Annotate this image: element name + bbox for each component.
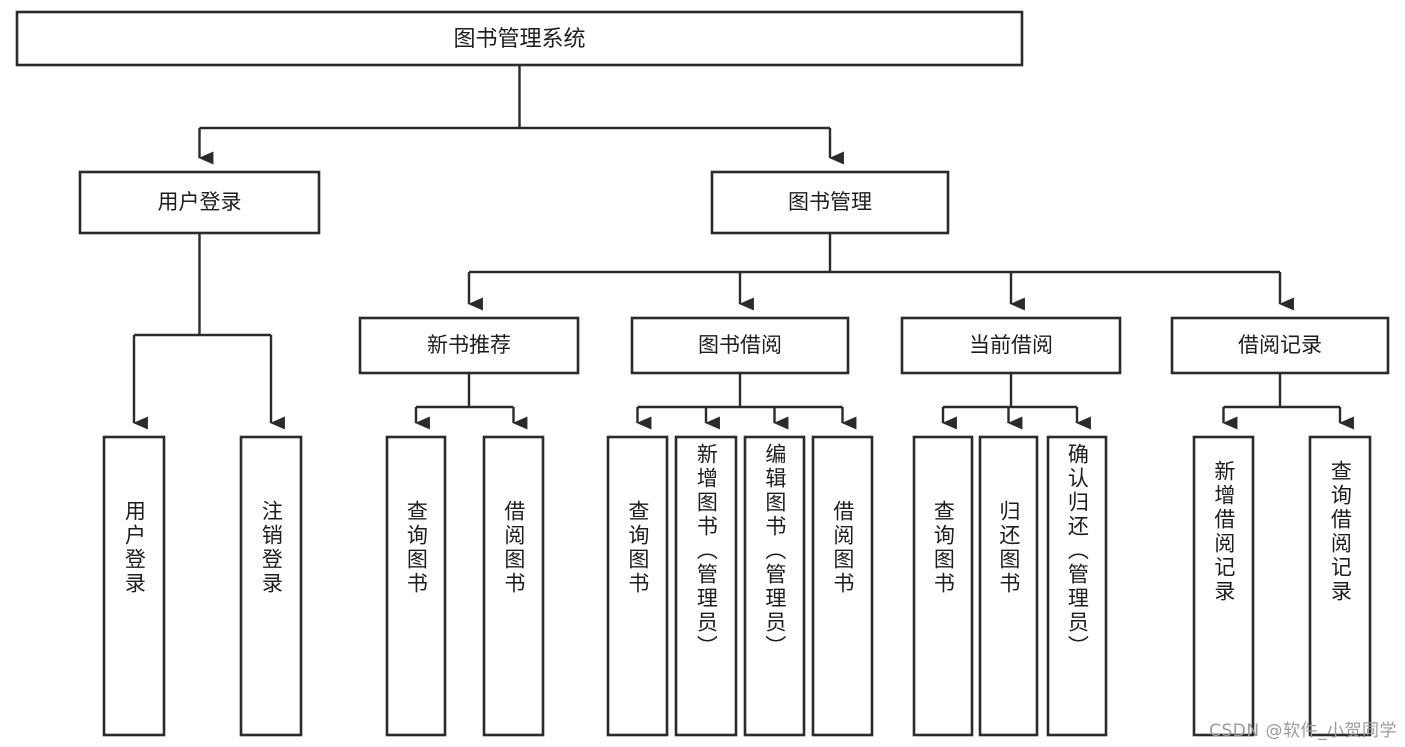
- node-root-box[interactable]: [15, 10, 1024, 67]
- node-book-manage-box[interactable]: [710, 170, 950, 235]
- node-borrow-label: 图书借阅: [698, 333, 782, 357]
- node-leaf-box-1[interactable]: [102, 435, 166, 737]
- node-new-books-box[interactable]: [358, 316, 580, 375]
- node-leaf-box-11[interactable]: [1046, 435, 1108, 737]
- node-leaf-box-5[interactable]: [606, 435, 669, 737]
- node-leaf-box-10[interactable]: [978, 435, 1039, 737]
- node-leaf-box-12[interactable]: [1192, 435, 1255, 737]
- node-root-label: 图书管理系统: [453, 27, 585, 52]
- leaf-boxes: [102, 435, 1372, 737]
- node-leaf-box-7[interactable]: [743, 435, 806, 737]
- node-borrow-record-label: 借阅记录: [1238, 333, 1322, 357]
- node-new-books[interactable]: 新书推荐: [358, 316, 580, 375]
- connector-current-borrow-to-leaves: [941, 373, 1091, 430]
- connector-borrow-to-leaves: [636, 373, 857, 430]
- node-leaf-box-2[interactable]: [239, 435, 303, 737]
- node-leaf-box-8[interactable]: [811, 435, 874, 737]
- node-user-login-box[interactable]: [78, 170, 321, 235]
- connector-book-manage-to-level3: [467, 233, 1294, 311]
- node-book-manage-label: 图书管理: [788, 190, 872, 214]
- connector-root-to-level2: [198, 65, 844, 165]
- node-borrow-record[interactable]: 借阅记录: [1170, 316, 1390, 375]
- node-book-manage[interactable]: 图书管理: [710, 170, 950, 235]
- node-current-borrow-box[interactable]: [900, 316, 1122, 375]
- node-borrow[interactable]: 图书借阅: [630, 316, 850, 375]
- node-leaf-box-9[interactable]: [912, 435, 974, 737]
- connector-new-books-to-leaves: [414, 373, 528, 430]
- connector-borrow-record-to-leaves: [1222, 373, 1354, 430]
- node-borrow-record-box[interactable]: [1170, 316, 1390, 375]
- node-leaf-box-13[interactable]: [1308, 435, 1372, 737]
- csdn-watermark: CSDN @软件_小贺同学: [1209, 721, 1397, 741]
- node-current-borrow-label: 当前借阅: [969, 333, 1053, 357]
- node-leaf-box-6[interactable]: [674, 435, 738, 737]
- connector-user-login-to-leaves: [132, 233, 285, 430]
- node-root[interactable]: 图书管理系统: [15, 10, 1024, 67]
- node-leaf-box-4[interactable]: [482, 435, 545, 737]
- node-user-login[interactable]: 用户登录: [78, 170, 321, 235]
- node-borrow-box[interactable]: [630, 316, 850, 375]
- node-current-borrow[interactable]: 当前借阅: [900, 316, 1122, 375]
- node-new-books-label: 新书推荐: [427, 333, 511, 357]
- node-user-login-label: 用户登录: [158, 190, 242, 214]
- node-leaf-box-3[interactable]: [385, 435, 447, 737]
